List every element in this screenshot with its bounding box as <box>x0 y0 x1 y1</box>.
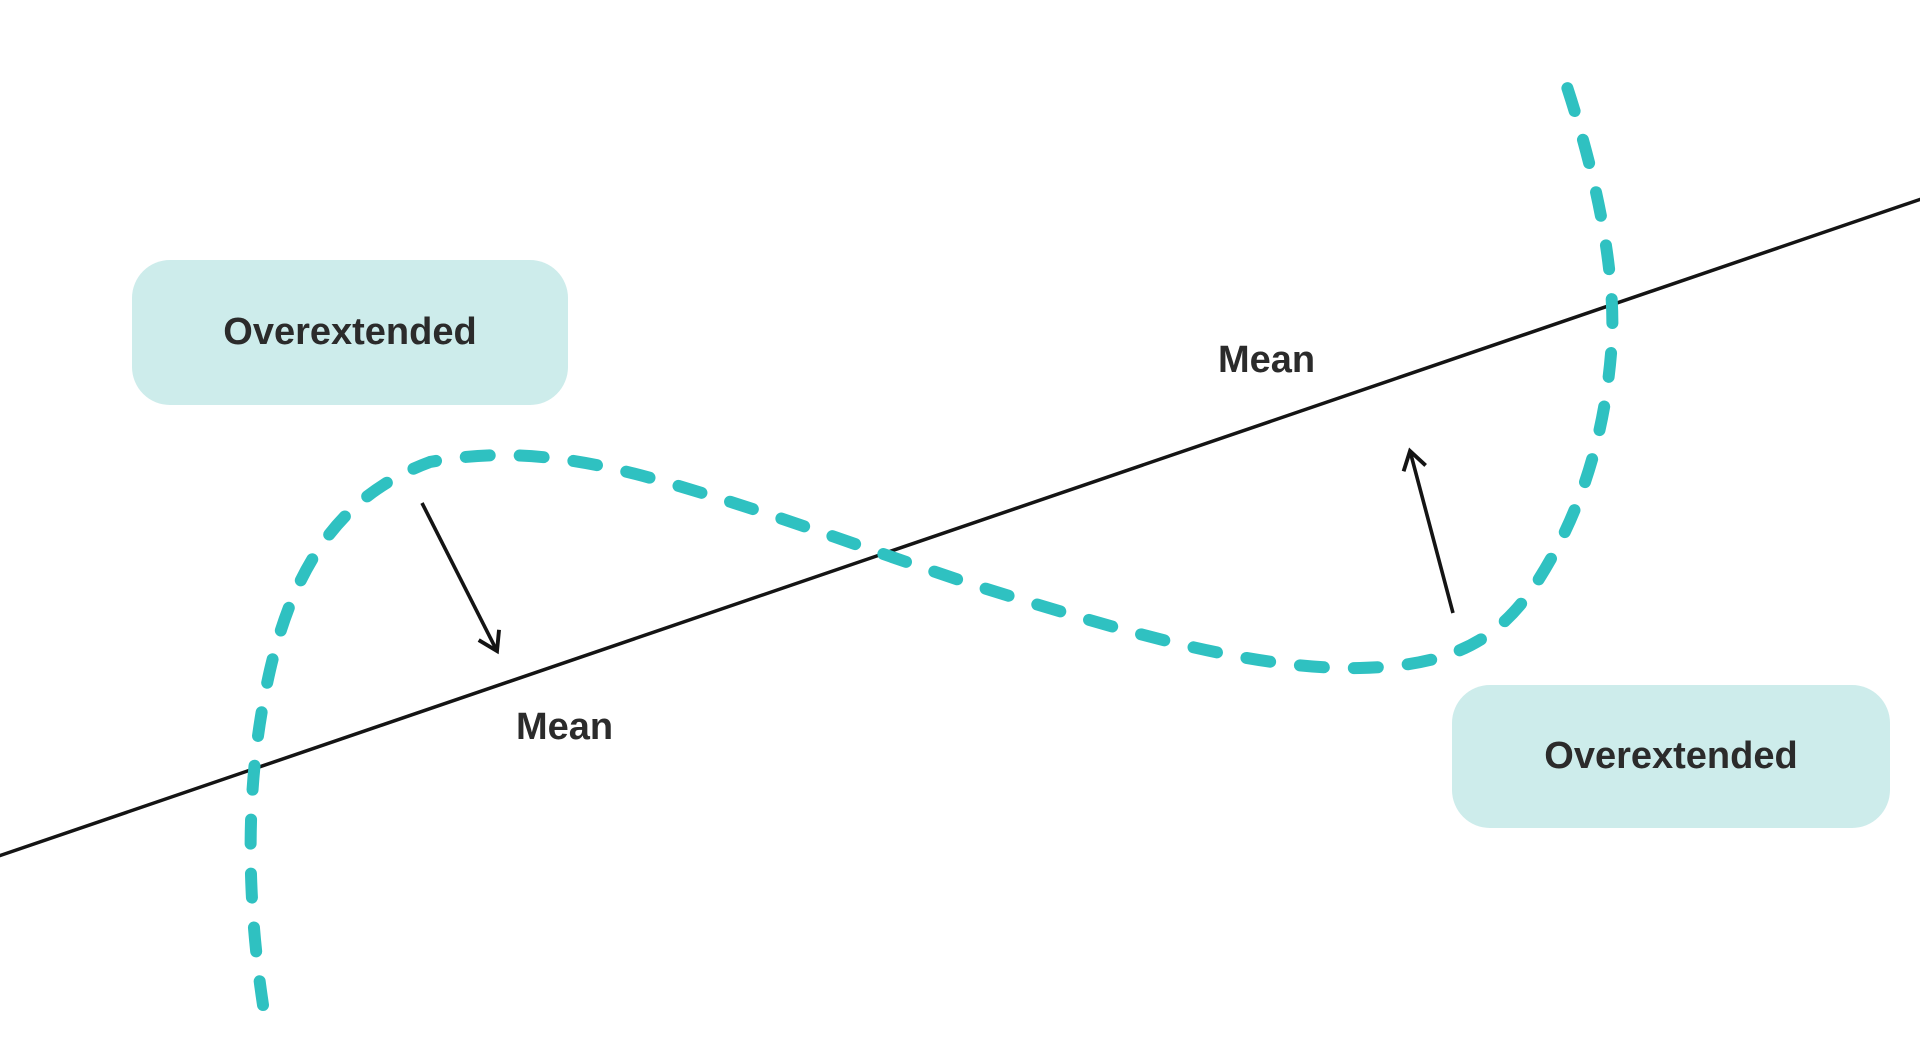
price-curve <box>244 66 1619 1011</box>
overextended-badge-bottom-right-label: Overextended <box>1544 735 1798 777</box>
arrow-down-to-mean <box>420 502 501 655</box>
mean-label-bottom: Mean <box>516 706 614 748</box>
overextended-badge-top-left: Overextended <box>132 260 568 405</box>
overextended-badge-top-left-label: Overextended <box>223 311 477 353</box>
overextended-badge-bottom-right: Overextended <box>1452 685 1890 828</box>
mean-label-top: Mean <box>1218 339 1316 381</box>
arrow-up-to-mean <box>1401 447 1455 614</box>
